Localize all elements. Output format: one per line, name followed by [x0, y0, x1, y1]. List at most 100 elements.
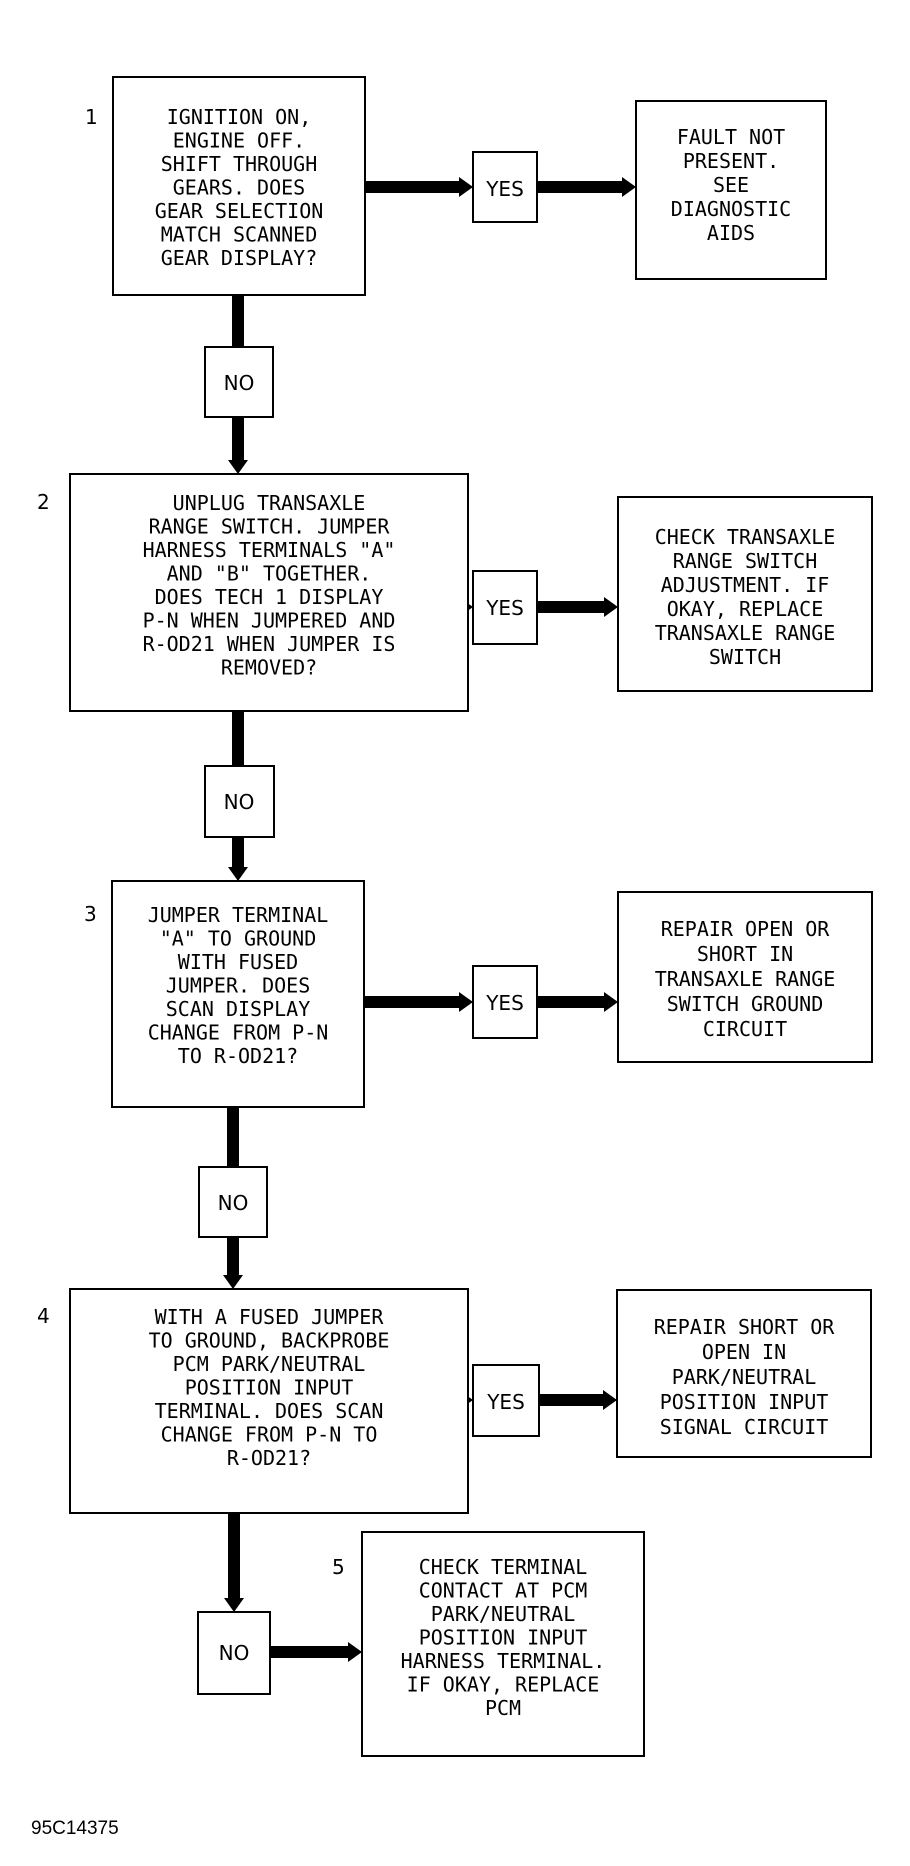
- step-4-line: POSITION INPUT: [185, 1376, 354, 1400]
- step-5-line: PARK/NEUTRAL: [431, 1602, 576, 1626]
- step-5-line: IF OKAY, REPLACE: [407, 1673, 600, 1697]
- outcome-4-box: [616, 1289, 872, 1458]
- outcome-2-line: SWITCH: [709, 645, 781, 669]
- step-1-line: ENGINE OFF.: [173, 129, 305, 153]
- no-box-3: [198, 1166, 268, 1238]
- outcome-1-line: SEE: [713, 173, 749, 197]
- step-4-line: WITH A FUSED JUMPER: [155, 1305, 385, 1329]
- step-1-box: [112, 76, 366, 296]
- outcome-3-line: TRANSAXLE RANGE: [655, 967, 836, 991]
- step-4-line: PCM PARK/NEUTRAL: [173, 1352, 366, 1376]
- outcome-3-line: SHORT IN: [697, 942, 793, 966]
- step-5-number: 5: [332, 1555, 345, 1579]
- yes-box-2: [472, 570, 538, 645]
- step-5-line: HARNESS TERMINAL.: [401, 1649, 606, 1673]
- step-1: 1 IGNITION ON,ENGINE OFF.SHIFT THROUGHGE…: [85, 76, 366, 296]
- outcome-3-line: SWITCH GROUND: [667, 992, 824, 1016]
- step-4-line: TO GROUND, BACKPROBE: [149, 1329, 390, 1353]
- yes-box-4: [472, 1364, 540, 1437]
- step-3-number: 3: [84, 902, 97, 926]
- step-2-line: HARNESS TERMINALS "A": [143, 538, 396, 562]
- step-5-box: [361, 1531, 645, 1757]
- connector-no-to-step-4: [223, 1237, 243, 1289]
- step-5-line: CONTACT AT PCM: [419, 1579, 588, 1603]
- no-box-4: [197, 1611, 271, 1695]
- step-2-line: P-N WHEN JUMPERED AND: [143, 609, 396, 633]
- connector-3-to-no: [227, 1107, 239, 1167]
- step-2-line: DOES TECH 1 DISPLAY: [155, 585, 384, 609]
- outcome-2-line: ADJUSTMENT. IF: [661, 573, 830, 597]
- yes-label-1: YES: [485, 177, 524, 201]
- step-4-line: TERMINAL. DOES SCAN: [155, 1399, 384, 1423]
- step-2-line: AND "B" TOGETHER.: [167, 562, 372, 586]
- connector-yes-to-outcome-2: [537, 597, 618, 617]
- step-1-line: SHIFT THROUGH: [161, 152, 318, 176]
- step-1-line: GEAR DISPLAY?: [161, 246, 318, 270]
- connector-no-to-step-2: [228, 417, 248, 474]
- step-1-line: GEAR SELECTION: [155, 199, 324, 223]
- connector-yes-to-outcome-4: [539, 1390, 617, 1410]
- step-4-number: 4: [37, 1304, 50, 1328]
- connector-4-to-no: [224, 1513, 244, 1612]
- step-1-line: GEARS. DOES: [173, 176, 305, 200]
- step-3-line: CHANGE FROM P-N: [148, 1021, 329, 1045]
- connector-no-to-step-3: [228, 837, 248, 881]
- step-2-line: RANGE SWITCH. JUMPER: [149, 515, 391, 539]
- figure-id: 95C14375: [31, 1818, 119, 1839]
- step-2-line: R-OD21 WHEN JUMPER IS: [143, 632, 396, 656]
- outcome-1-line: AIDS: [707, 221, 755, 245]
- connector-no-to-step-5: [270, 1642, 362, 1662]
- outcome-2-line: OKAY, REPLACE: [667, 597, 824, 621]
- step-1-text: IGNITION ON,ENGINE OFF.SHIFT THROUGHGEAR…: [155, 105, 324, 270]
- step-2-line: UNPLUG TRANSAXLE: [173, 491, 366, 515]
- no-label-3: NO: [218, 1191, 249, 1215]
- outcome-4-line: OPEN IN: [702, 1340, 786, 1364]
- step-2-line: REMOVED?: [221, 656, 317, 680]
- no-box-2: [204, 765, 275, 838]
- step-3-line: JUMPER. DOES: [166, 974, 311, 998]
- step-4-box: [69, 1288, 469, 1514]
- step-3-line: TO R-OD21?: [178, 1044, 298, 1068]
- no-box-1: [204, 346, 274, 418]
- outcome-3-line: CIRCUIT: [703, 1017, 787, 1041]
- yes-box-1: [472, 151, 538, 223]
- yes-label-3: YES: [485, 991, 524, 1015]
- step-3-line: JUMPER TERMINAL: [148, 903, 329, 927]
- outcome-3-box: [617, 891, 873, 1063]
- step-5-line: CHECK TERMINAL: [419, 1555, 588, 1579]
- step-3-line: "A" TO GROUND: [160, 927, 317, 951]
- connector-yes-to-outcome-1: [537, 177, 636, 197]
- connector-1-to-yes: [365, 177, 473, 197]
- outcome-1-line: PRESENT.: [683, 149, 779, 173]
- connector-1-to-no: [232, 295, 244, 347]
- outcome-2-line: CHECK TRANSAXLE: [655, 525, 836, 549]
- outcome-1-box: [635, 100, 827, 280]
- outcome-4-line: PARK/NEUTRAL: [672, 1365, 817, 1389]
- step-5-line: POSITION INPUT: [419, 1626, 588, 1650]
- outcome-4-line: POSITION INPUT: [660, 1390, 829, 1414]
- step-2-number: 2: [37, 490, 50, 514]
- step-4-line: CHANGE FROM P-N TO: [161, 1423, 378, 1447]
- yes-label-2: YES: [485, 596, 524, 620]
- connector-yes-to-outcome-3: [537, 992, 618, 1012]
- step-1-line: MATCH SCANNED: [161, 223, 318, 247]
- no-label-4: NO: [219, 1641, 250, 1665]
- outcome-2-box: [617, 496, 873, 692]
- step-5-line: PCM: [485, 1696, 521, 1720]
